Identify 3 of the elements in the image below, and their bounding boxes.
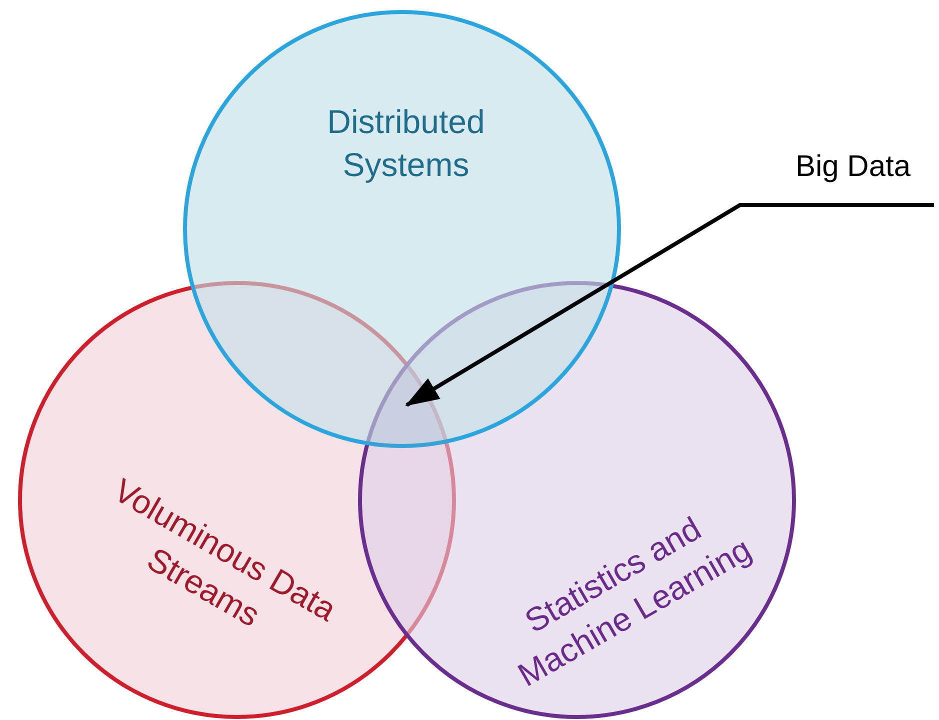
circle-label: Distributed Systems	[326, 102, 486, 185]
callout-label: Big Data	[794, 150, 912, 184]
leader-line	[405, 203, 934, 407]
